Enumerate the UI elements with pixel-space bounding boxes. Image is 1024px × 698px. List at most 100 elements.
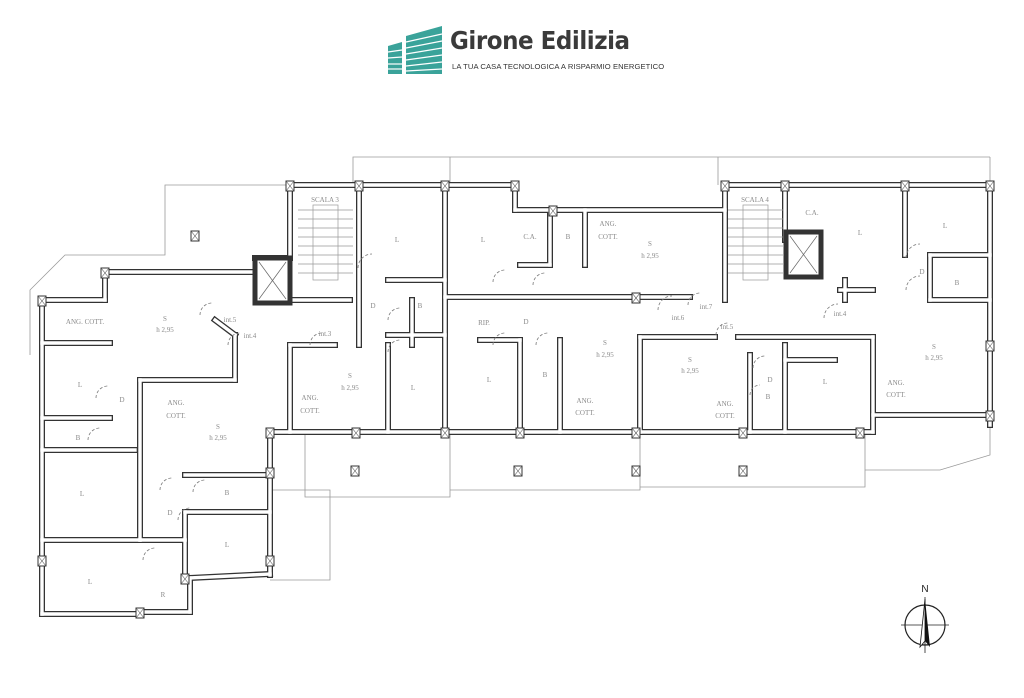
stair-label-scala-3: SCALA 3 bbox=[311, 196, 339, 204]
room-label: h 2,95 bbox=[341, 384, 359, 392]
door-swing bbox=[492, 332, 506, 346]
room-label: L bbox=[395, 236, 399, 244]
stair-well bbox=[742, 204, 769, 281]
room-label: S bbox=[648, 240, 652, 248]
room-label: ANG. bbox=[717, 400, 734, 408]
room-label: ANG. bbox=[600, 220, 617, 228]
room-label: RIP. bbox=[478, 319, 490, 327]
room-label: ANG. bbox=[888, 379, 905, 387]
north-arrow-icon: N bbox=[901, 584, 949, 653]
company-logo: Girone Edilizia LA TUA CASA TECNOLOGICA … bbox=[386, 24, 664, 76]
room-label: S bbox=[932, 343, 936, 351]
door-swing bbox=[752, 355, 766, 369]
door-swing bbox=[387, 339, 401, 353]
room-label: int.5 bbox=[224, 316, 237, 324]
door-swing bbox=[87, 427, 101, 441]
door-swing bbox=[532, 272, 546, 286]
door-swing bbox=[715, 322, 729, 336]
room-label: L bbox=[78, 381, 82, 389]
room-label: C.A. bbox=[805, 209, 818, 217]
room-label: B bbox=[76, 434, 81, 442]
door-swing bbox=[657, 295, 673, 311]
door-swing bbox=[357, 253, 373, 269]
door-swing bbox=[199, 302, 213, 316]
door-swing bbox=[192, 479, 206, 493]
terrace-outline bbox=[29, 156, 991, 581]
door-swing bbox=[142, 547, 156, 561]
compass-north-label: N bbox=[921, 584, 928, 595]
room-label: D bbox=[370, 302, 375, 310]
door-swing bbox=[823, 303, 839, 319]
room-label: h 2,95 bbox=[641, 252, 659, 260]
room-label: R bbox=[161, 591, 166, 599]
room-label: int.4 bbox=[834, 310, 847, 318]
room-label: int.7 bbox=[700, 303, 713, 311]
room-label: COTT. bbox=[598, 233, 618, 241]
room-label: L bbox=[88, 578, 92, 586]
room-label: COTT. bbox=[886, 391, 906, 399]
room-label: D bbox=[167, 509, 172, 517]
room-label: h 2,95 bbox=[209, 434, 227, 442]
room-label: B bbox=[543, 371, 548, 379]
room-label: ANG. bbox=[168, 399, 185, 407]
door-swings bbox=[87, 243, 921, 561]
door-swing bbox=[159, 477, 173, 491]
door-swing bbox=[492, 269, 506, 283]
brand-tagline: LA TUA CASA TECNOLOGICA A RISPARMIO ENER… bbox=[452, 62, 665, 71]
room-label: h 2,95 bbox=[681, 367, 699, 375]
door-swing bbox=[309, 332, 323, 346]
room-label: COTT. bbox=[715, 412, 735, 420]
room-label: D bbox=[919, 268, 924, 276]
door-swing bbox=[905, 243, 921, 259]
room-label: S bbox=[348, 372, 352, 380]
door-swing bbox=[905, 275, 921, 291]
stair-label-scala-4: SCALA 4 bbox=[741, 196, 769, 204]
room-label: S bbox=[688, 356, 692, 364]
room-label: COTT. bbox=[300, 407, 320, 415]
door-swing bbox=[749, 384, 761, 396]
room-label: L bbox=[823, 378, 827, 386]
room-label: D bbox=[523, 318, 528, 326]
room-label: h 2,95 bbox=[925, 354, 943, 362]
room-label: int.3 bbox=[319, 330, 332, 338]
room-label: COTT. bbox=[166, 412, 186, 420]
door-swing bbox=[227, 332, 241, 346]
room-label: ANG. bbox=[577, 397, 594, 405]
room-label: C.A. bbox=[523, 233, 536, 241]
room-label: B bbox=[766, 393, 771, 401]
room-label: L bbox=[943, 222, 947, 230]
door-swing bbox=[387, 307, 401, 321]
room-label: S bbox=[603, 339, 607, 347]
room-label: L bbox=[411, 384, 415, 392]
stair-well bbox=[312, 204, 339, 281]
room-label: B bbox=[225, 489, 230, 497]
room-label: D bbox=[767, 376, 772, 384]
room-label: h 2,95 bbox=[156, 326, 174, 334]
door-swing bbox=[687, 292, 701, 306]
room-label: B bbox=[418, 302, 423, 310]
door-swing bbox=[535, 332, 549, 346]
room-label: int.6 bbox=[672, 314, 685, 322]
stairs bbox=[298, 204, 783, 281]
room-label: ANG. bbox=[302, 394, 319, 402]
room-label: int.4 bbox=[244, 332, 257, 340]
room-label: h 2,95 bbox=[596, 351, 614, 359]
room-label: B bbox=[955, 279, 960, 287]
room-label: L bbox=[80, 490, 84, 498]
walls bbox=[37, 180, 995, 619]
room-label: int.5 bbox=[721, 323, 734, 331]
door-swing bbox=[95, 385, 109, 399]
room-label: S bbox=[216, 423, 220, 431]
room-label: L bbox=[487, 376, 491, 384]
room-label: D bbox=[119, 396, 124, 404]
door-swing bbox=[177, 507, 191, 521]
elevators bbox=[252, 229, 824, 306]
room-label: B bbox=[566, 233, 571, 241]
room-label: L bbox=[481, 236, 485, 244]
brand-name: Girone Edilizia bbox=[450, 26, 630, 55]
building-logo-icon bbox=[387, 26, 443, 74]
room-label: S bbox=[163, 315, 167, 323]
room-label: COTT. bbox=[575, 409, 595, 417]
room-label: L bbox=[858, 229, 862, 237]
